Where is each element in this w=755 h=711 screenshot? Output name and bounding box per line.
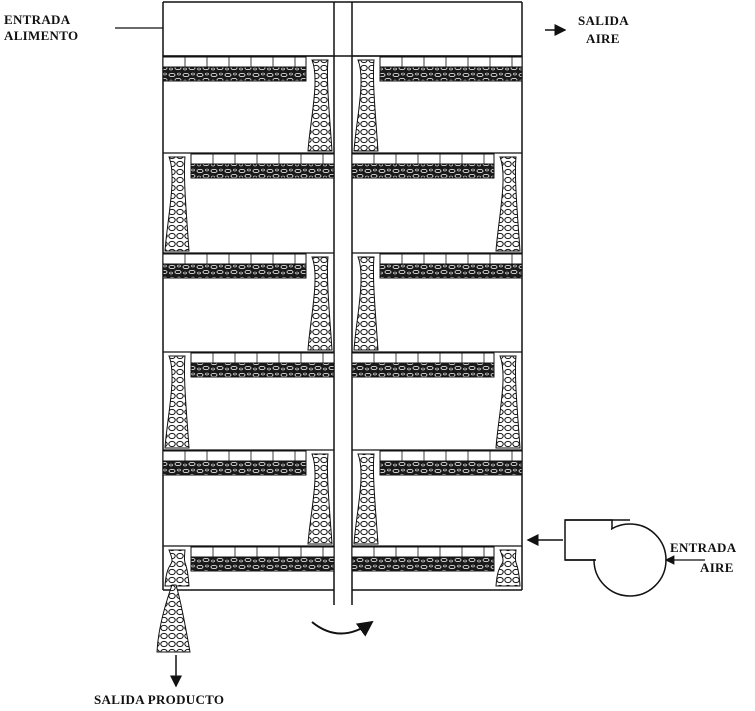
tray-grid	[162, 450, 307, 462]
tray-bed	[379, 460, 523, 476]
falling-material	[307, 453, 333, 545]
tray-bed	[351, 163, 495, 179]
tray-grid	[190, 352, 335, 364]
tray-left	[162, 55, 334, 152]
feed-inlet-label: ENTRADA	[4, 12, 71, 27]
falling-material	[164, 156, 190, 252]
tray-right	[352, 449, 523, 545]
falling-material	[495, 549, 521, 587]
air-inlet-label-line2: AIRE	[700, 560, 734, 575]
tray-bed	[351, 362, 495, 378]
tray-grid	[351, 153, 495, 165]
falling-material	[495, 355, 521, 449]
tray-right	[352, 252, 523, 351]
tray-right	[351, 545, 522, 587]
product-outlet-pile	[156, 584, 191, 653]
blower-fan-icon	[564, 519, 667, 597]
tray-grid	[351, 352, 495, 364]
tray-left	[163, 351, 335, 449]
air-outlet-label: SALIDA	[578, 13, 629, 28]
tray-left	[162, 449, 334, 545]
tray-bed	[351, 556, 495, 572]
tray-left	[163, 152, 335, 252]
tray-grid	[379, 450, 523, 462]
tray-bed	[162, 66, 307, 82]
falling-material	[495, 156, 521, 252]
tray-grid	[190, 546, 335, 558]
falling-material	[353, 256, 379, 351]
tray-bed	[190, 362, 335, 378]
tray-grid	[162, 253, 307, 265]
falling-material	[164, 355, 190, 449]
tray-grid	[162, 56, 307, 68]
falling-material	[164, 549, 190, 587]
tray-left	[162, 252, 334, 351]
falling-material	[307, 256, 333, 351]
tray-stack	[162, 55, 523, 587]
tray-bed	[379, 66, 523, 82]
tray-right	[351, 152, 522, 252]
tray-grid	[190, 153, 335, 165]
tray-bed	[190, 163, 335, 179]
air-inlet-label: ENTRADA	[670, 540, 737, 555]
air-outlet-label-line2: AIRE	[586, 31, 620, 46]
falling-material	[353, 453, 379, 545]
rotation-arrow-icon	[311, 620, 374, 637]
central-shaft	[333, 2, 353, 605]
tray-bed	[162, 263, 307, 279]
tray-right	[351, 351, 522, 449]
tray-bed	[379, 263, 523, 279]
tray-grid	[379, 253, 523, 265]
feed-inlet-label-line2: ALIMENTO	[4, 28, 78, 43]
dryer-shell	[162, 1, 523, 591]
product-outlet-label: SALIDA PRODUCTO	[94, 692, 224, 707]
tray-left	[163, 545, 335, 587]
tray-bed	[190, 556, 335, 572]
tray-grid	[379, 56, 523, 68]
tray-right	[352, 55, 523, 152]
tray-grid	[351, 546, 495, 558]
falling-material	[307, 59, 333, 152]
falling-material	[353, 59, 379, 152]
tray-bed	[162, 460, 307, 476]
